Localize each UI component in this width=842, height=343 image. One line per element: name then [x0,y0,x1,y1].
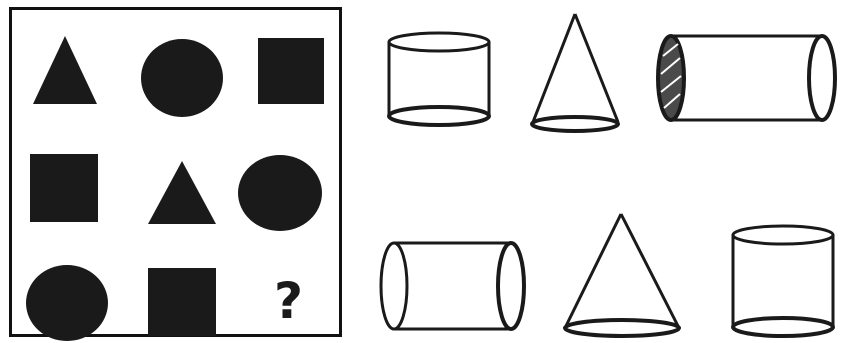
square-icon [28,152,100,224]
cylinder-upright-icon [389,33,489,125]
cylinder-horizontal-icon [381,243,524,329]
puzzle-matrix: ? [9,7,342,337]
square-icon [146,266,218,338]
cylinder-horizontal-shaded-icon [658,36,835,120]
missing-item-marker: ? [274,276,303,326]
circle-icon [236,153,324,233]
answer-options [360,0,842,343]
cylinder-upright-icon [733,226,833,336]
triangle-icon [30,32,100,106]
circle-icon [139,37,225,119]
circle-icon [24,263,110,343]
triangle-icon [146,158,218,226]
cone-icon [565,214,679,336]
cone-icon [532,14,618,131]
square-icon [256,36,326,106]
